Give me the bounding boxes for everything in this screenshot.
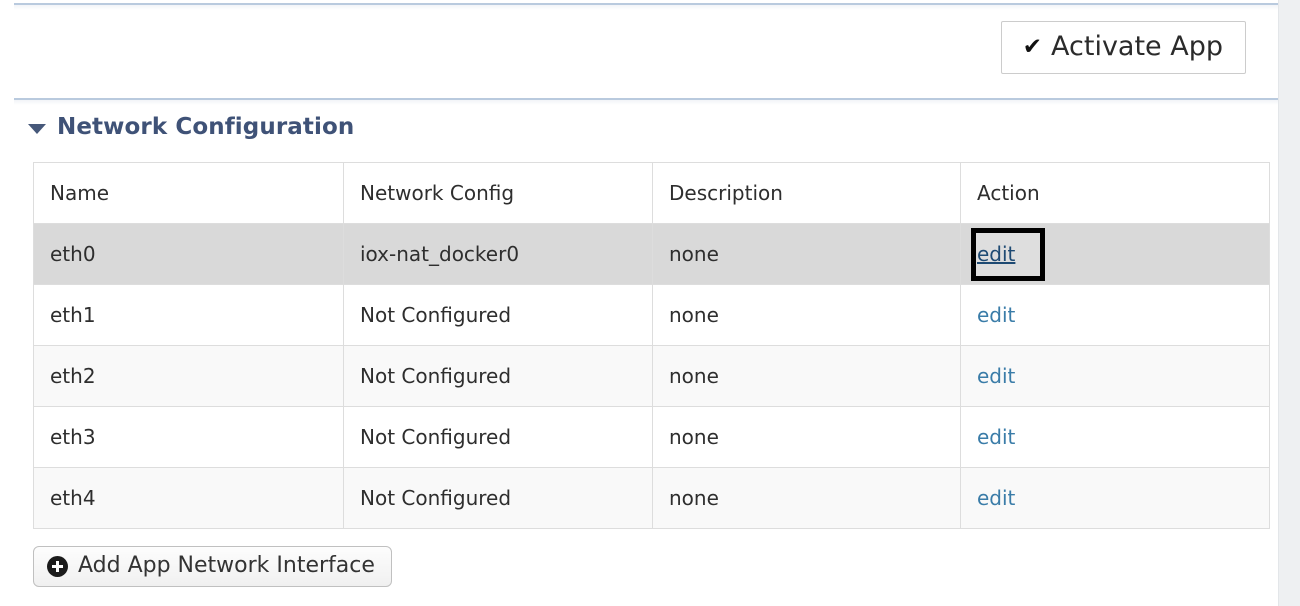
cell-action: edit bbox=[960, 406, 1270, 468]
cell-network-config: Not Configured bbox=[343, 345, 653, 407]
edit-link[interactable]: edit bbox=[977, 303, 1016, 327]
cell-description: none bbox=[652, 467, 961, 529]
activate-app-toolbar: ✔ Activate App bbox=[1000, 21, 1246, 74]
cell-network-config: iox-nat_docker0 bbox=[343, 223, 653, 285]
table-header: Name Network Config Description Action bbox=[33, 162, 1270, 224]
cell-action: edit bbox=[960, 467, 1270, 529]
cell-network-config: Not Configured bbox=[343, 467, 653, 529]
table-header-row: Name Network Config Description Action bbox=[33, 162, 1270, 224]
edit-link[interactable]: edit bbox=[977, 425, 1016, 449]
cell-description: none bbox=[652, 284, 961, 346]
add-app-network-interface-button[interactable]: Add App Network Interface bbox=[33, 546, 392, 587]
column-header-name: Name bbox=[33, 162, 344, 224]
cell-name: eth4 bbox=[33, 467, 344, 529]
column-header-action: Action bbox=[960, 162, 1270, 224]
activate-app-label: Activate App bbox=[1051, 31, 1223, 62]
network-configuration-section-toggle[interactable]: Network Configuration bbox=[28, 114, 354, 140]
cell-action: edit bbox=[960, 223, 1270, 285]
cell-description: none bbox=[652, 406, 961, 468]
cell-network-config: Not Configured bbox=[343, 406, 653, 468]
cell-network-config: Not Configured bbox=[343, 284, 653, 346]
plus-circle-icon bbox=[47, 555, 68, 577]
cell-action: edit bbox=[960, 345, 1270, 407]
cell-name: eth1 bbox=[33, 284, 344, 346]
add-app-network-interface-label: Add App Network Interface bbox=[78, 553, 375, 578]
activate-app-button[interactable]: ✔ Activate App bbox=[1000, 21, 1246, 74]
check-icon: ✔ bbox=[1022, 34, 1043, 60]
vertical-scrollbar[interactable] bbox=[1278, 0, 1300, 606]
cell-name: eth3 bbox=[33, 406, 344, 468]
cell-name: eth2 bbox=[33, 345, 344, 407]
network-configuration-table: Name Network Config Description Action e… bbox=[33, 162, 1270, 529]
edit-link[interactable]: edit bbox=[977, 486, 1016, 510]
caret-down-icon bbox=[28, 124, 46, 134]
divider-top bbox=[14, 3, 1278, 10]
edit-link[interactable]: edit bbox=[977, 364, 1016, 388]
cell-action: edit bbox=[960, 284, 1270, 346]
cell-description: none bbox=[652, 345, 961, 407]
column-header-network-config: Network Config bbox=[343, 162, 653, 224]
divider-below-toolbar bbox=[14, 98, 1278, 105]
page-title: Network Configuration bbox=[57, 114, 355, 140]
cell-name: eth0 bbox=[33, 223, 344, 285]
edit-link[interactable]: edit bbox=[971, 227, 1045, 281]
cell-description: none bbox=[652, 223, 961, 285]
column-header-description: Description bbox=[652, 162, 961, 224]
